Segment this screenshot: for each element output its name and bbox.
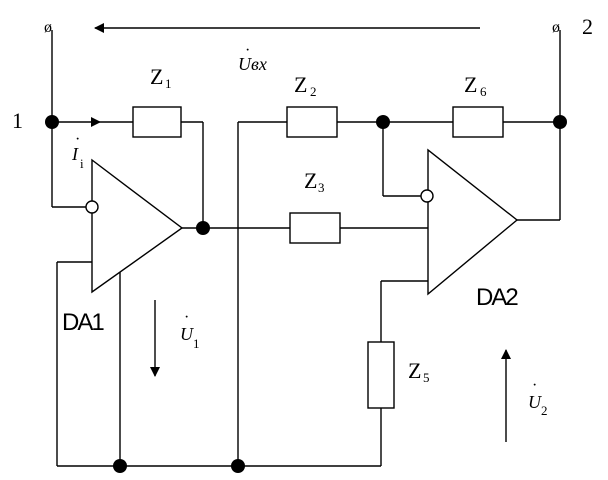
opamp-da1: DA1: [51, 122, 203, 466]
da2-label: DA2: [476, 284, 518, 311]
opamp-da2: DA2: [381, 122, 561, 311]
z2-subscript: 2: [310, 84, 317, 99]
impedance-z5: [367, 341, 395, 409]
z5-subscript: 5: [423, 370, 430, 385]
junction-terminal-1: [45, 115, 59, 129]
junction-ground-da1: [113, 459, 127, 473]
z1-branch: Z 1: [52, 64, 204, 228]
terminal-2-symbol: ø: [552, 19, 560, 36]
u1-label: U: [180, 324, 194, 344]
z2-branch: Z 2: [237, 72, 383, 466]
z1-subscript: 1: [165, 76, 172, 91]
terminal-2-label: 2: [582, 14, 593, 39]
junction-z2-z6: [376, 115, 390, 129]
da1-label: DA1: [62, 309, 104, 336]
z3-label: Z: [304, 168, 317, 193]
da1-inverting-input: [85, 200, 99, 214]
z6-branch: Z 6: [383, 72, 560, 138]
junction-da1-output: [196, 221, 210, 235]
u2-dot: ·: [532, 377, 537, 394]
input-voltage-dot: ·: [245, 42, 250, 59]
input-current: I i ·: [71, 131, 84, 171]
z6-label: Z: [464, 72, 477, 97]
z5-branch: Z 5: [367, 281, 430, 466]
terminal-1-label: 1: [12, 108, 23, 133]
da2-inverting-input: [420, 189, 434, 203]
impedance-z2: [286, 106, 338, 138]
da1-triangle: [91, 158, 184, 294]
u2-voltage: U 2 ·: [501, 349, 548, 442]
u1-voltage: U 1 ·: [150, 300, 200, 377]
da2-triangle: [427, 148, 519, 296]
z2-label: Z: [294, 72, 307, 97]
junction-ground-z2: [231, 459, 245, 473]
u2-label: U: [528, 392, 542, 412]
u1-subscript: 1: [193, 336, 200, 351]
input-current-label: I: [71, 144, 79, 164]
input-current-dot: ·: [75, 131, 80, 148]
u1-dot: ·: [184, 309, 189, 326]
junction-terminal-2: [553, 115, 567, 129]
terminal-1: ø 1: [12, 19, 53, 133]
z3-subscript: 3: [318, 180, 325, 195]
z6-subscript: 6: [480, 84, 487, 99]
impedance-z3: [289, 212, 341, 244]
input-current-subscript: i: [80, 156, 84, 171]
input-voltage: Uвх ·: [94, 23, 480, 74]
input-voltage-label: Uвх: [238, 54, 267, 74]
impedance-z1: [132, 106, 182, 138]
impedance-z6: [452, 106, 504, 138]
terminal-1-symbol: ø: [44, 19, 52, 36]
terminal-2: ø 2: [552, 14, 593, 122]
junction-dots: [45, 115, 567, 473]
z3-branch: Z 3: [203, 168, 428, 244]
u2-subscript: 2: [541, 403, 548, 418]
z1-label: Z: [150, 64, 163, 89]
z5-label: Z: [408, 358, 421, 383]
